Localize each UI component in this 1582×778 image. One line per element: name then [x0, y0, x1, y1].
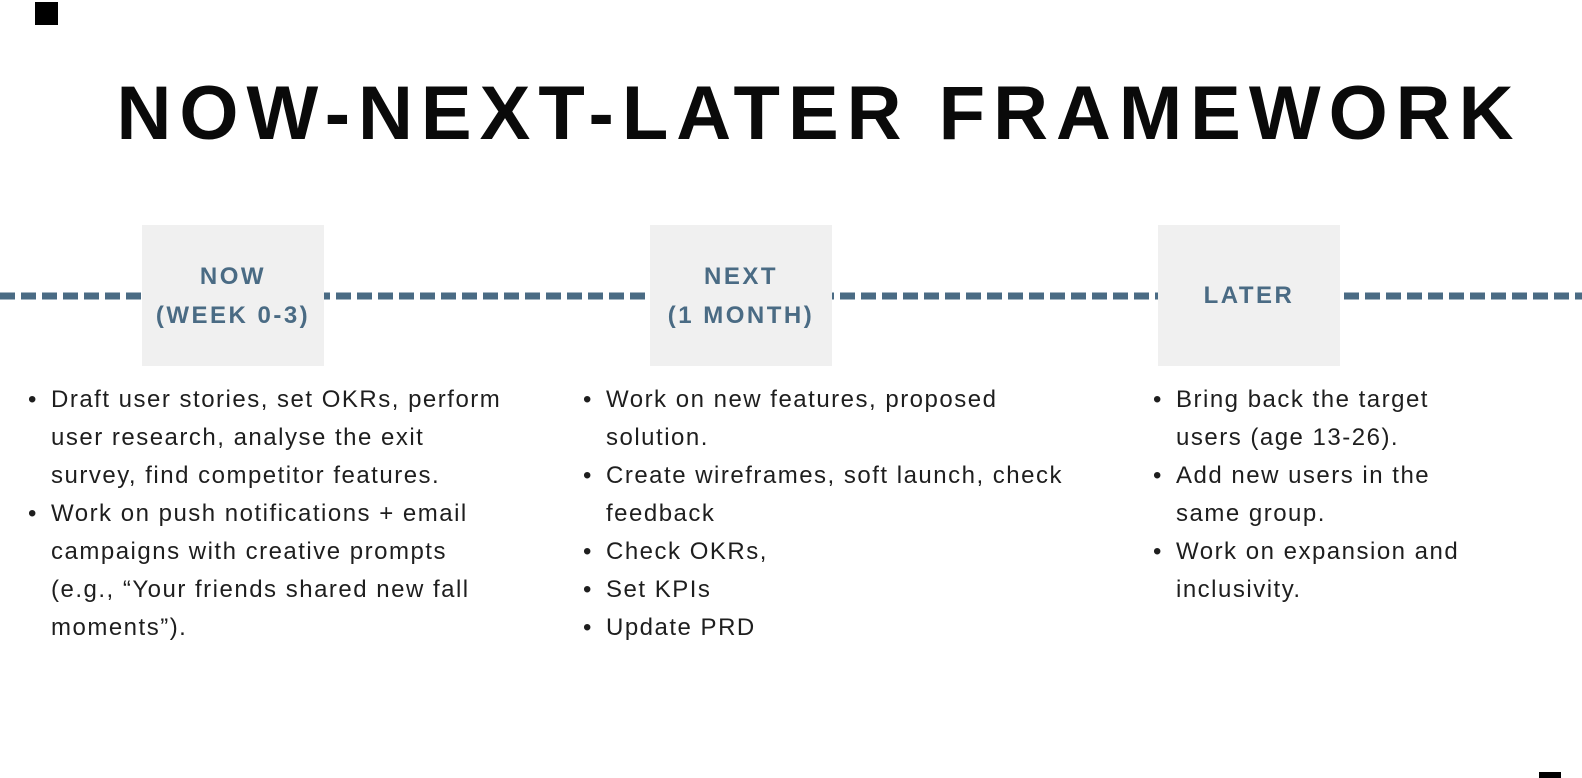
milestone-label-next-line2: (1 MONTH) — [667, 301, 815, 329]
list-item: Create wireframes, soft launch, check fe… — [583, 457, 1098, 533]
list-item: Update PRD — [583, 609, 1098, 647]
page-title: NOW-NEXT-LATER FRAMEWORK — [116, 71, 1522, 156]
list-item: Add new users in the same group. — [1153, 457, 1483, 533]
milestone-box-later: LATER — [1158, 225, 1340, 366]
next-bullet-list: Work on new features, proposed solution.… — [583, 381, 1098, 647]
list-item: Draft user stories, set OKRs, perform us… — [28, 381, 510, 495]
milestone-box-next: NEXT (1 MONTH) — [650, 225, 832, 366]
now-bullet-list: Draft user stories, set OKRs, perform us… — [28, 381, 510, 647]
milestone-box-now: NOW (WEEK 0-3) — [142, 225, 324, 366]
list-item: Work on push notifications + email campa… — [28, 495, 510, 647]
list-item: Work on expansion and inclusivity. — [1153, 533, 1483, 609]
later-bullet-list: Bring back the target users (age 13-26).… — [1153, 381, 1483, 609]
list-item: Set KPIs — [583, 571, 1098, 609]
milestone-label-later-line1: LATER — [1203, 282, 1295, 309]
milestone-label-now-line1: NOW — [199, 262, 267, 290]
list-item: Check OKRs, — [583, 533, 1098, 571]
top-left-square-decoration — [35, 2, 58, 25]
milestone-label-now-line2: (WEEK 0-3) — [155, 301, 311, 329]
milestone-label-next-line1: NEXT — [703, 262, 778, 290]
bottom-right-square-decoration — [1539, 772, 1561, 778]
list-item: Work on new features, proposed solution. — [583, 381, 1098, 457]
list-item: Bring back the target users (age 13-26). — [1153, 381, 1483, 457]
